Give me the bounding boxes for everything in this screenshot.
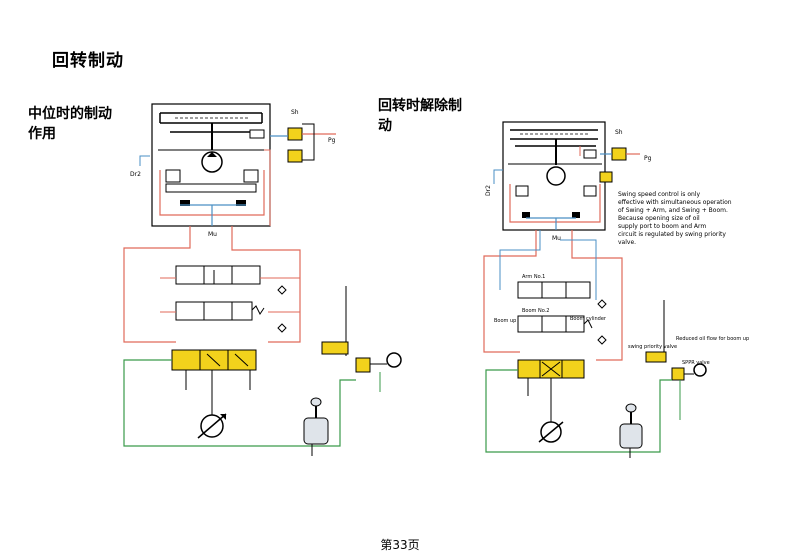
left-spool-2 (175, 301, 265, 321)
note-line: effective with simultaneous operation (618, 199, 732, 206)
right-boom-spool (517, 315, 593, 333)
right-joystick (619, 423, 643, 449)
note-line: Because opening size of oil (618, 215, 700, 222)
left-caption-line1: 中位时的制动 (28, 106, 112, 122)
right-note: Swing speed control is only effective wi… (618, 191, 732, 246)
right-label-boom-no2: Boom No.2 (522, 308, 550, 314)
right-label-mu: Mu (552, 235, 561, 242)
note-line: Swing speed control is only (618, 191, 700, 198)
left-swing-spool (171, 349, 257, 371)
left-label-pg: Pg (328, 137, 336, 144)
left-spool-1 (175, 265, 261, 285)
right-label-arm-no1: Arm No.1 (522, 274, 545, 280)
right-sppr-valve (671, 367, 685, 381)
right-label-dr: Dr2 (485, 185, 492, 196)
right-brake-valve-lower (599, 171, 613, 183)
right-label-swing-priority: swing priority valve (628, 344, 677, 350)
left-diagram: Mu Dr2 Sh Pg (123, 103, 402, 456)
right-caption-line1: 回转时解除制 (378, 98, 462, 114)
page-title: 回转制动 (52, 51, 124, 71)
right-label-pg: Pg (644, 155, 652, 162)
right-label-sppr: SPPR valve (682, 360, 710, 366)
right-label-reduced-flow: Reduced oil flow for boom up (676, 336, 749, 342)
note-line: valve. (618, 239, 636, 246)
left-swing-priority-valve (321, 341, 349, 355)
right-swing-priority-valve (645, 351, 667, 363)
right-diagram: Mu Dr2 Sh Pg Swing speed control is only… (483, 121, 749, 458)
note-line: of Swing + Arm, and Swing + Boom. (618, 207, 728, 214)
note-line: circuit is regulated by swing priority (618, 231, 726, 238)
right-swing-motor (546, 166, 566, 186)
right-label-boom-up: Boom up (494, 318, 516, 324)
right-swing-spool (517, 359, 585, 379)
left-caption-line2: 作用 (28, 126, 56, 142)
page-footer: 第33页 (380, 538, 420, 552)
left-sppr-valve (355, 357, 371, 373)
left-joystick (303, 417, 329, 445)
left-label-dr: Dr2 (130, 171, 141, 178)
right-caption-line2: 动 (378, 118, 392, 134)
right-label-boom-cylinder: Boom cylinder (570, 316, 607, 322)
left-label-sh: Sh (291, 109, 299, 116)
note-line: supply port to boom and Arm (618, 223, 706, 230)
left-brake-valve-lower (287, 149, 303, 163)
right-label-sh: Sh (615, 129, 623, 136)
right-diagram-caption: 回转时解除制 动 (378, 96, 488, 136)
left-diagram-caption: 中位时的制动 作用 (28, 104, 128, 144)
left-label-mu: Mu (208, 231, 217, 238)
left-brake-valve-upper (287, 127, 303, 141)
right-arm-spool (517, 281, 591, 299)
right-brake-valve-upper (611, 147, 627, 161)
